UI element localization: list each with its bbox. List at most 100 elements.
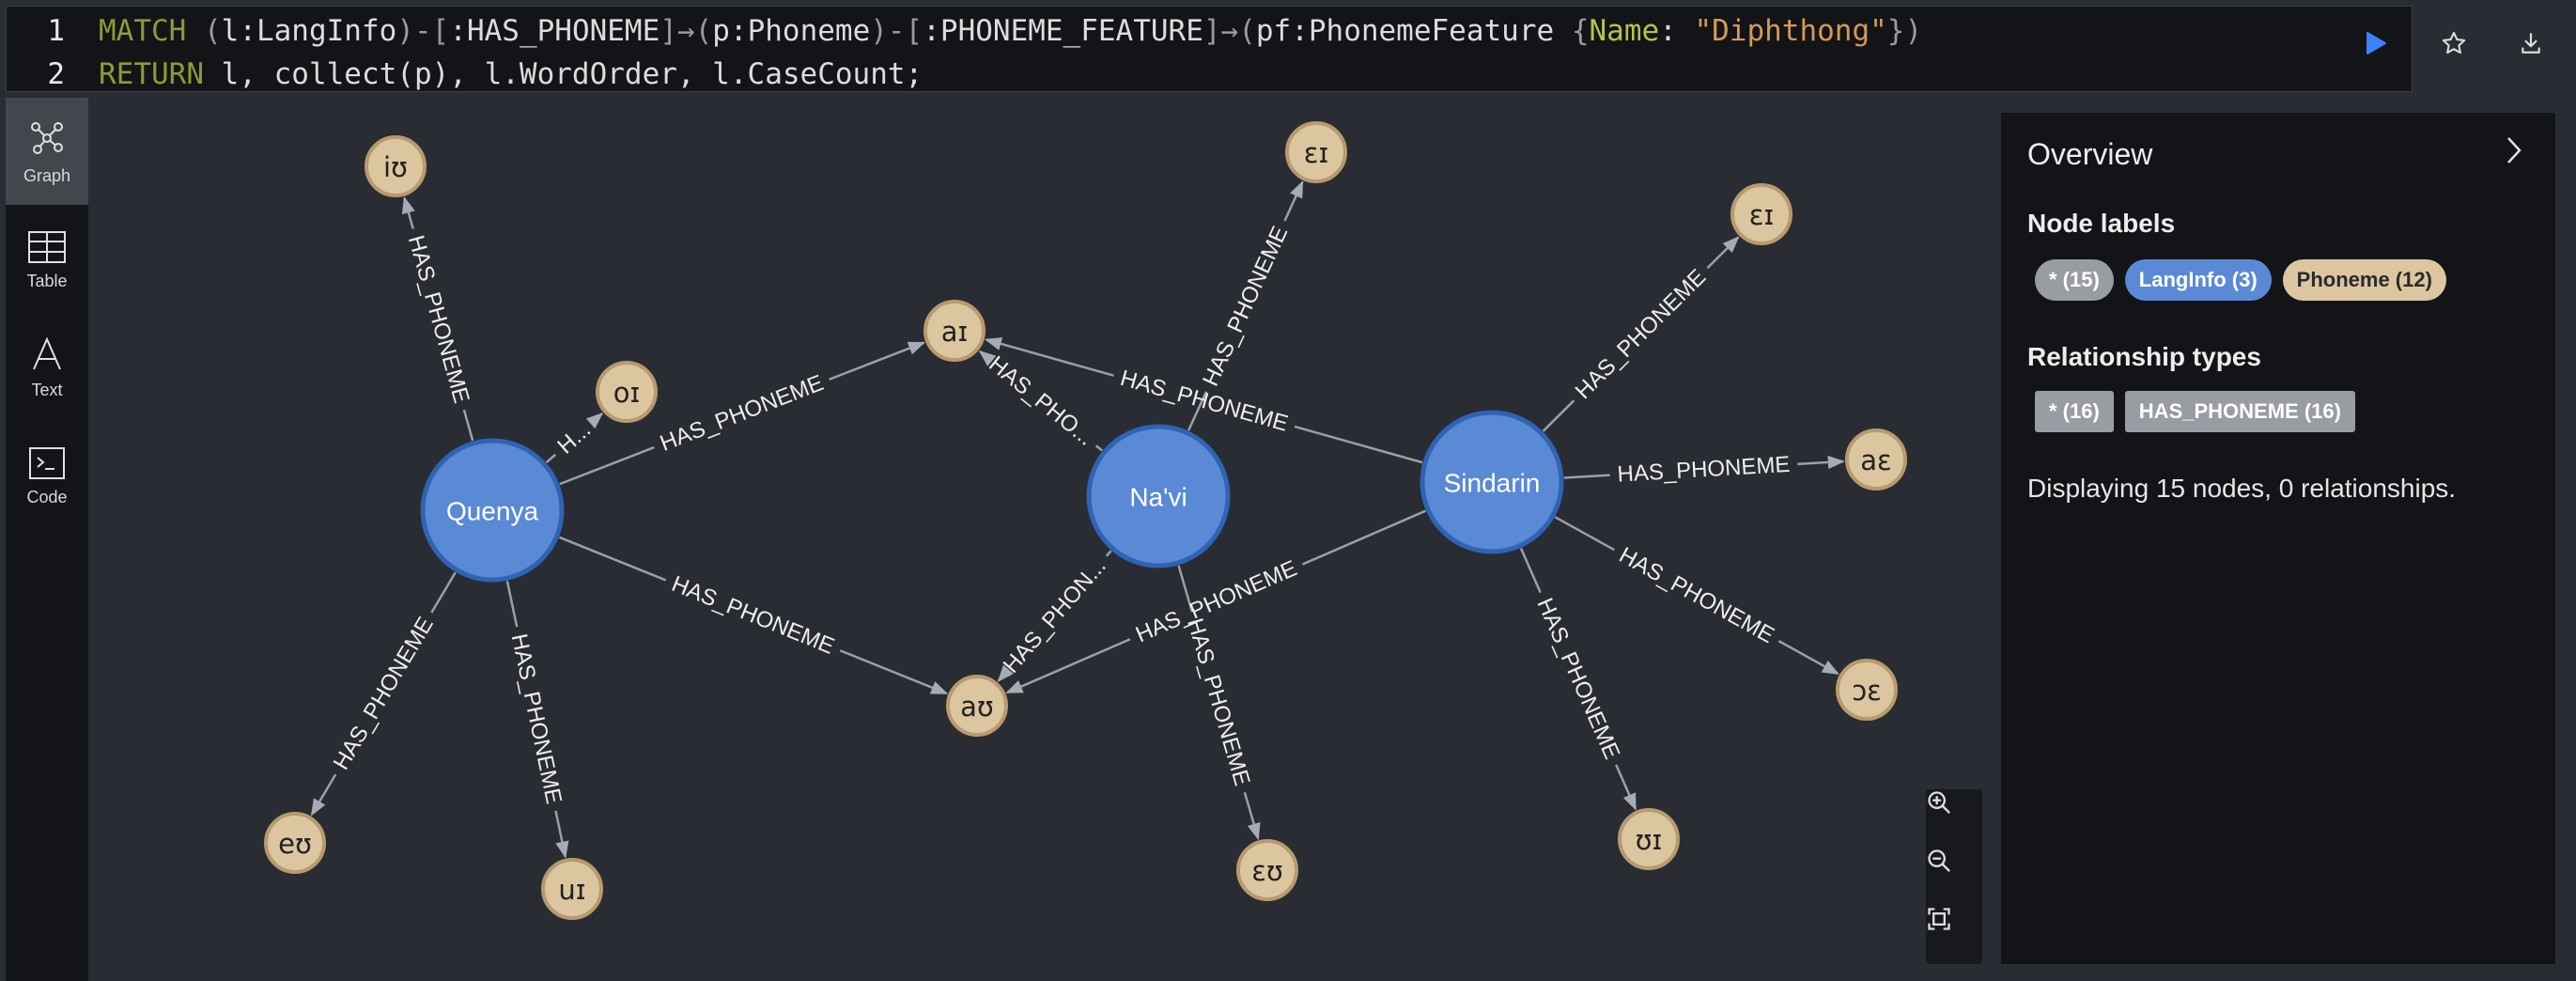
node-circle bbox=[1618, 808, 1680, 870]
node-circle bbox=[1236, 839, 1298, 901]
table-icon bbox=[28, 230, 66, 263]
phoneme-node[interactable]: ɛɪ bbox=[1285, 121, 1347, 183]
sidebar-item-code[interactable]: Code bbox=[6, 423, 88, 530]
edge-line-segment bbox=[430, 571, 457, 614]
pattern-rel: :PHONEME_FEATURE bbox=[923, 14, 1203, 48]
chip-all-nodes[interactable]: * (15) bbox=[2035, 259, 2114, 301]
edge-label: HAS_PHONEME bbox=[668, 571, 838, 660]
edge-label: HAS_PHONEME bbox=[1198, 223, 1293, 391]
chip-has-phoneme[interactable]: HAS_PHONEME (16) bbox=[2124, 391, 2355, 432]
node-circle bbox=[1086, 424, 1231, 568]
graph-edge[interactable]: HAS_PHONEME bbox=[506, 581, 569, 859]
punct: }) bbox=[1886, 14, 1923, 48]
edge-arrow-segment bbox=[1243, 791, 1261, 841]
node-circle bbox=[1420, 410, 1564, 554]
chip-langinfo[interactable]: LangInfo (3) bbox=[2124, 259, 2272, 301]
phoneme-node[interactable]: iʊ bbox=[365, 135, 427, 197]
phoneme-node[interactable]: aɛ bbox=[1845, 428, 1907, 490]
download-icon bbox=[2522, 33, 2540, 54]
pattern-node: pf:PhonemeFeature bbox=[1255, 14, 1572, 48]
star-icon bbox=[2442, 31, 2466, 54]
fit-to-screen-button[interactable] bbox=[1926, 906, 1982, 964]
phoneme-node[interactable]: ɛɪ bbox=[1730, 183, 1792, 245]
sidebar-item-label: Code bbox=[26, 487, 68, 506]
graph-edge[interactable]: HAS_PHONEME bbox=[1563, 452, 1845, 488]
chip-phoneme[interactable]: Phoneme (12) bbox=[2282, 259, 2446, 301]
node-caption: aɪ bbox=[941, 316, 969, 348]
edge-line-segment bbox=[1519, 547, 1542, 594]
edge-line-segment bbox=[1177, 565, 1194, 613]
edge-arrow-segment bbox=[554, 810, 569, 859]
pattern-rel: :HAS_PHONEME bbox=[449, 14, 660, 48]
phoneme-node[interactable]: aɪ bbox=[923, 300, 985, 362]
langinfo-node[interactable]: Na'vi bbox=[1086, 424, 1231, 568]
graph-edge[interactable]: HAS_PHONEME bbox=[558, 536, 949, 695]
edge-line-segment bbox=[1105, 550, 1112, 557]
zoom-in-icon bbox=[1928, 791, 1950, 814]
zoom-controls bbox=[1926, 789, 1982, 964]
node-circle bbox=[923, 300, 985, 362]
favorite-button[interactable] bbox=[2433, 23, 2475, 64]
text-icon bbox=[33, 336, 61, 369]
sidebar-item-text[interactable]: Text bbox=[6, 314, 88, 421]
phoneme-node[interactable]: uɪ bbox=[541, 858, 603, 920]
edge-label: HAS_PHONEME bbox=[403, 233, 474, 406]
run-button[interactable] bbox=[2354, 23, 2396, 64]
edge-arrow-segment bbox=[1797, 455, 1845, 470]
overview-status-text: Displaying 15 nodes, 0 relationships. bbox=[2027, 474, 2457, 503]
edge-label: HAS_PHONEME bbox=[1571, 264, 1712, 404]
edge-label: HAS_PHONEME bbox=[506, 631, 566, 806]
download-button[interactable] bbox=[2510, 23, 2552, 64]
zoom-out-icon bbox=[1928, 849, 1950, 872]
sidebar-item-label: Graph bbox=[23, 165, 71, 185]
graph-edge[interactable]: HAS_PHONEME bbox=[401, 195, 474, 442]
node-caption: Na'vi bbox=[1129, 483, 1187, 512]
string-literal: "Diphthong" bbox=[1694, 14, 1887, 48]
graph-edge[interactable]: HAS_PHON... bbox=[997, 550, 1112, 682]
zoom-out-button[interactable] bbox=[1926, 848, 1982, 906]
punct: ]→( bbox=[1203, 14, 1256, 48]
graph-edge[interactable]: HAS_PHONEME bbox=[310, 571, 457, 817]
node-caption: iʊ bbox=[383, 151, 408, 183]
node-caption: ɔɛ bbox=[1852, 675, 1882, 707]
edge-label: HAS_PHONEME bbox=[1617, 452, 1791, 488]
chip-all-relationships[interactable]: * (16) bbox=[2035, 391, 2114, 432]
overview-title: Overview bbox=[2027, 137, 2153, 171]
node-circle bbox=[1730, 183, 1792, 245]
edge-label: HAS_PHONEME bbox=[329, 613, 439, 774]
graph-edge[interactable]: H... bbox=[545, 412, 604, 464]
phoneme-node[interactable]: eʊ bbox=[264, 812, 326, 874]
sidebar-item-table[interactable]: Table bbox=[6, 207, 88, 314]
keyword-return: RETURN bbox=[99, 57, 204, 91]
graph-edge[interactable]: HAS_PHONEME bbox=[1554, 516, 1839, 676]
phoneme-node[interactable]: oɪ bbox=[596, 361, 658, 423]
phoneme-node[interactable]: ɛʊ bbox=[1236, 839, 1298, 901]
collapse-overview-button[interactable] bbox=[2493, 130, 2535, 171]
phoneme-node[interactable]: ɔɛ bbox=[1836, 659, 1898, 721]
pattern-node: p:Phoneme bbox=[712, 14, 871, 48]
view-sidebar: Graph Table Text Code bbox=[6, 98, 88, 981]
edge-label: H... bbox=[552, 417, 596, 459]
node-circle bbox=[1845, 428, 1907, 490]
edge-line-segment bbox=[559, 445, 655, 486]
edge-label: HAS_PHONEME bbox=[1132, 555, 1301, 647]
keyword-match: MATCH bbox=[99, 14, 187, 48]
graph-edge[interactable]: HAS_PHONEME bbox=[1519, 547, 1637, 811]
punct: { bbox=[1571, 14, 1590, 48]
phoneme-node[interactable]: aʊ bbox=[946, 675, 1008, 737]
edge-line-segment bbox=[545, 453, 557, 464]
node-caption: eʊ bbox=[278, 828, 312, 860]
langinfo-node[interactable]: Quenya bbox=[420, 438, 565, 583]
zoom-in-button[interactable] bbox=[1926, 789, 1982, 848]
node-label-chips: * (15) LangInfo (3) Phoneme (12) bbox=[2035, 259, 2446, 301]
sidebar-item-graph[interactable]: Graph bbox=[6, 98, 88, 205]
phoneme-node[interactable]: ʊɪ bbox=[1618, 808, 1680, 870]
node-circle bbox=[365, 135, 427, 197]
langinfo-node[interactable]: Sindarin bbox=[1420, 410, 1564, 554]
node-circle bbox=[1836, 659, 1898, 721]
graph-edge[interactable]: HAS_PHONEME bbox=[1542, 236, 1740, 432]
